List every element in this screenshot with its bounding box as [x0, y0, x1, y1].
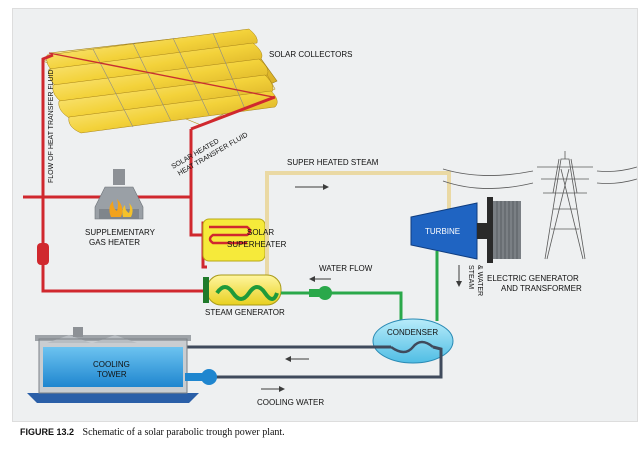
steam-flow-arrow — [295, 184, 329, 190]
htf-pump — [37, 243, 49, 265]
cooling-pump — [185, 369, 217, 385]
label-electric-gen-line2: AND TRANSFORMER — [501, 284, 582, 293]
steam-generator — [203, 274, 282, 306]
turbine — [410, 202, 478, 260]
label-steam-water-group: STEAM & WATER — [467, 265, 483, 296]
label-condenser: CONDENSER — [387, 328, 438, 337]
label-super-heated-steam: SUPER HEATED STEAM — [287, 158, 379, 167]
collector-trough-2 — [48, 42, 263, 88]
transmission-tower-icon — [442, 151, 638, 260]
label-supplementary-line1: SUPPLEMENTARY — [85, 228, 156, 237]
collector-receiver-tube — [48, 52, 274, 98]
collector-supports — [92, 32, 246, 128]
steam-pipe-to-turbine — [265, 171, 451, 267]
label-cooling-tower-line1: COOLING — [93, 360, 130, 369]
turbine-shaft — [477, 223, 489, 239]
flame-icon — [122, 203, 133, 217]
condenser — [372, 318, 454, 364]
label-cooling-water: COOLING WATER — [257, 398, 324, 407]
water-line — [281, 251, 439, 321]
figure-caption-label: FIGURE 13.2 — [20, 427, 75, 437]
water-pump — [309, 286, 332, 300]
flame-icon — [109, 199, 123, 217]
cooling-tower-shell — [38, 338, 188, 394]
solar-collectors — [41, 28, 278, 134]
collector-trough-1 — [46, 28, 258, 72]
htf-pipe-right — [190, 95, 276, 131]
collector-trough-3 — [52, 58, 269, 104]
label-turbine: TURBINE — [425, 227, 460, 236]
label-solar-superheater-line1: SOLAR — [247, 228, 274, 237]
steam-water-arrow — [456, 265, 462, 287]
figure-caption-text: Schematic of a solar parabolic trough po… — [82, 427, 285, 438]
water-pipe-pump-to-condenser — [329, 291, 403, 321]
label-supplementary-line2: GAS HEATER — [89, 238, 140, 247]
label-steam-water-line2: & WATER — [476, 265, 483, 296]
diagram-frame: SOLAR COLLECTORS FLOW OF HEAT TRANSFER F… — [12, 8, 638, 422]
gas-heater — [94, 169, 144, 220]
label-solar-superheater-line2: SUPERHEATER — [227, 240, 287, 249]
label-steam-water-line1: STEAM — [467, 265, 474, 289]
generator-plate — [487, 197, 493, 263]
label-water-flow: WATER FLOW — [319, 264, 373, 273]
figure-caption: FIGURE 13.2 Schematic of a solar parabol… — [20, 427, 285, 438]
cooling-pipe-supply — [203, 345, 443, 379]
label-cooling-tower-line2: TOWER — [97, 370, 127, 379]
label-solar-heated-group: SOLAR HEATED HEAT TRANSFER FLUID — [171, 132, 250, 178]
label-steam-generator: STEAM GENERATOR — [205, 308, 285, 317]
htf-pipe-left — [41, 53, 207, 293]
water-flow-arrow — [309, 276, 331, 282]
label-flow-of-htf: FLOW OF HEAT TRANSFER FLUID — [48, 69, 55, 183]
cooling-tower — [27, 327, 199, 403]
cooling-flow-arrow-return — [285, 356, 309, 362]
diagram-canvas: SOLAR COLLECTORS FLOW OF HEAT TRANSFER F… — [23, 28, 638, 407]
label-solar-collectors: SOLAR COLLECTORS — [269, 50, 352, 59]
collector-trough-5 — [68, 90, 278, 134]
cooling-flow-arrow-supply — [261, 386, 285, 392]
generator — [493, 201, 521, 259]
label-electric-gen-line1: ELECTRIC GENERATOR — [487, 274, 579, 283]
